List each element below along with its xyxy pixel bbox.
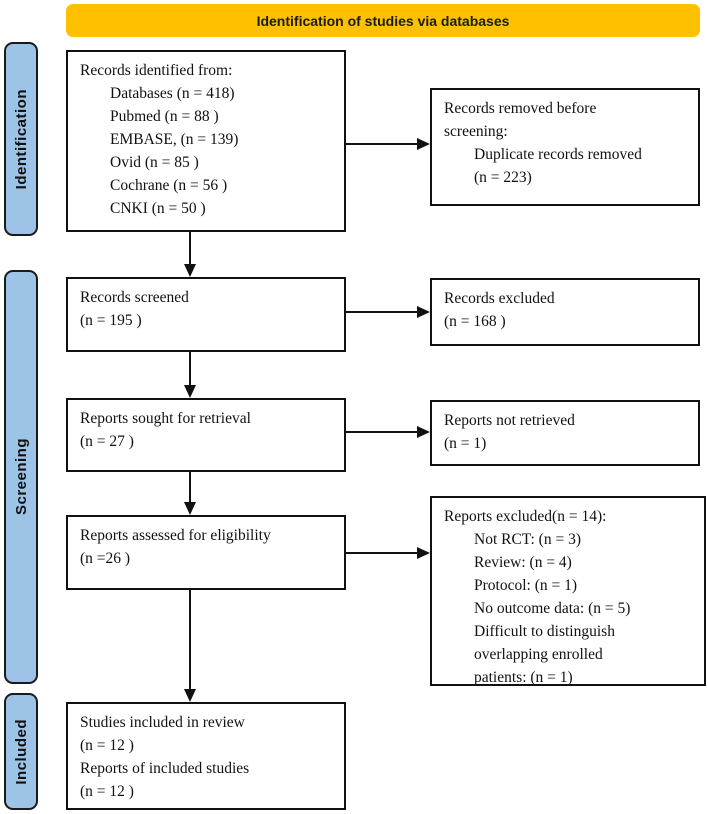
- records-removed-item: Duplicate records removed: [474, 146, 642, 163]
- box-records-excluded: Records excluded (n = 168 ): [430, 278, 700, 346]
- reports-excluded-item: Protocol: (n = 1): [474, 577, 578, 594]
- reports-excluded-item: Review: (n = 4): [474, 554, 572, 571]
- arrow-sought-to-not-retrieved: [346, 426, 430, 438]
- studies-included-line: Reports of included studies: [80, 760, 250, 777]
- banner-title-text: Identification of studies via databases: [256, 12, 510, 29]
- studies-included-line: Studies included in review: [80, 714, 245, 731]
- box-records-screened: Records screened (n = 195 ): [66, 277, 346, 352]
- arrow-identified-to-screened: [184, 232, 196, 277]
- studies-included-line: (n = 12 ): [80, 737, 134, 754]
- arrow-screened-to-excluded: [346, 306, 430, 318]
- studies-included-line: (n = 12 ): [80, 783, 134, 800]
- stage-identification-label: Identification: [12, 88, 30, 190]
- arrow-screened-to-sought: [184, 352, 196, 398]
- reports-sought-line2: (n = 27 ): [80, 433, 134, 450]
- box-records-removed: Records removed before screening: Duplic…: [430, 88, 700, 206]
- reports-not-retrieved-line1: Reports not retrieved: [444, 412, 575, 429]
- reports-excluded-item: No outcome data: (n = 5): [474, 600, 631, 617]
- banner-title: Identification of studies via databases: [66, 4, 700, 37]
- records-screened-line1: Records screened: [80, 289, 189, 306]
- records-identified-item: Databases (n = 418): [110, 85, 235, 102]
- stage-screening-label: Screening: [12, 438, 30, 516]
- reports-assessed-line2: (n =26 ): [80, 550, 131, 567]
- box-reports-excluded: Reports excluded(n = 14): Not RCT: (n = …: [430, 496, 706, 686]
- reports-assessed-line1: Reports assessed for eligibility: [80, 527, 271, 544]
- records-identified-item: Ovid (n = 85 ): [110, 154, 199, 171]
- arrow-assessed-to-included: [184, 590, 196, 702]
- box-reports-assessed: Reports assessed for eligibility (n =26 …: [66, 515, 346, 590]
- records-identified-item: CNKI (n = 50 ): [110, 200, 206, 217]
- records-removed-item: (n = 223): [474, 169, 532, 186]
- stage-identification: Identification: [4, 42, 38, 236]
- records-screened-line2: (n = 195 ): [80, 312, 142, 329]
- reports-excluded-item: patients: (n = 1): [474, 669, 573, 686]
- records-excluded-line1: Records excluded: [444, 290, 555, 307]
- reports-sought-line1: Reports sought for retrieval: [80, 410, 251, 427]
- records-identified-item: Pubmed (n = 88 ): [110, 108, 219, 125]
- box-records-identified: Records identified from: Databases (n = …: [66, 50, 346, 232]
- stage-screening: Screening: [4, 270, 38, 684]
- arrow-identified-to-removed: [346, 138, 430, 150]
- box-studies-included: Studies included in review (n = 12 ) Rep…: [66, 702, 346, 810]
- reports-not-retrieved-line2: (n = 1): [444, 435, 487, 452]
- box-reports-not-retrieved: Reports not retrieved (n = 1): [430, 400, 700, 466]
- stage-included: Included: [4, 693, 38, 810]
- records-identified-item: Cochrane (n = 56 ): [110, 177, 228, 194]
- records-removed-line1: Records removed before: [444, 100, 597, 117]
- stage-included-label: Included: [12, 718, 30, 785]
- arrow-assessed-to-reports-excluded: [346, 547, 430, 559]
- reports-excluded-item: Not RCT: (n = 3): [474, 531, 581, 548]
- box-reports-sought: Reports sought for retrieval (n = 27 ): [66, 398, 346, 472]
- records-identified-item: EMBASE, (n = 139): [110, 131, 239, 148]
- arrow-sought-to-assessed: [184, 472, 196, 515]
- reports-excluded-title: Reports excluded(n = 14):: [444, 508, 607, 525]
- reports-excluded-item: Difficult to distinguish: [474, 623, 615, 640]
- records-removed-line2: screening:: [444, 123, 508, 140]
- records-excluded-line2: (n = 168 ): [444, 313, 506, 330]
- box-records-identified-title: Records identified from:: [80, 62, 233, 79]
- reports-excluded-item: overlapping enrolled: [474, 646, 603, 663]
